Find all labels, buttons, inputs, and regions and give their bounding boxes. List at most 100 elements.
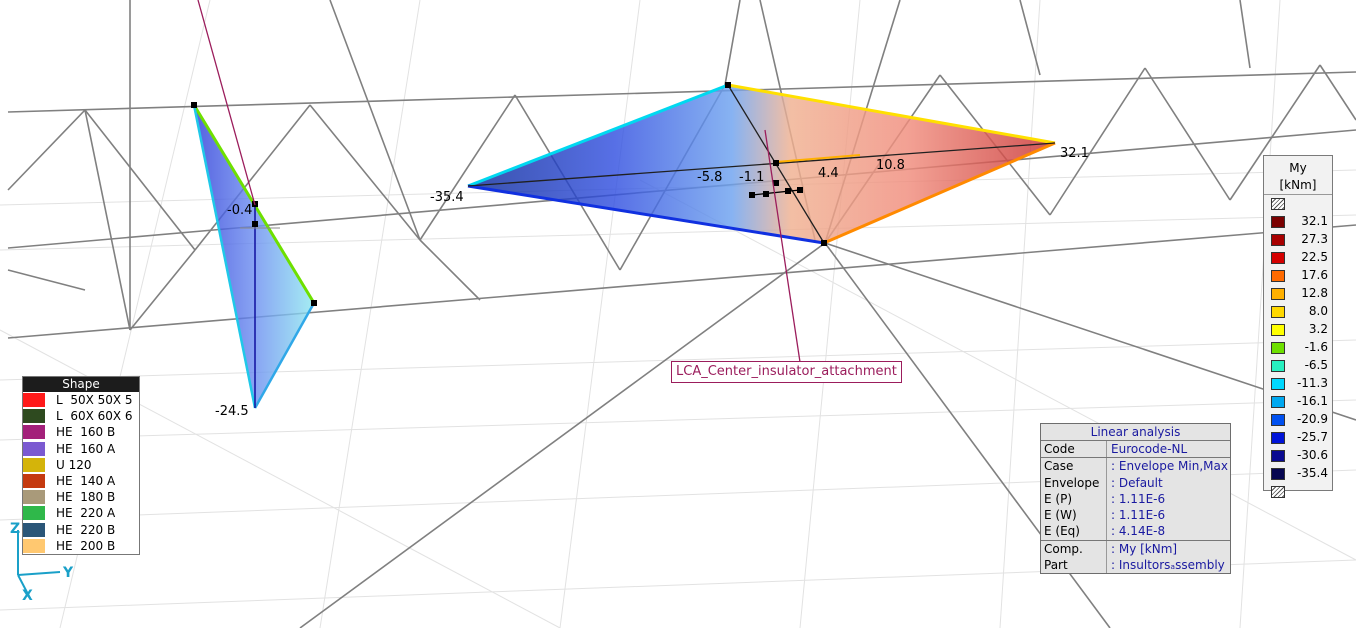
label-left-bottom: -24.5: [215, 404, 249, 419]
info-value: : Insultorsₐssembly: [1111, 558, 1225, 573]
scale-value: 32.1: [1301, 214, 1328, 228]
scale-color-swatch: [1271, 468, 1285, 480]
scale-title: My: [1289, 161, 1307, 175]
axis-y-label: Y: [62, 565, 74, 581]
info-row: E (P): 1.11E-6: [1041, 490, 1230, 508]
shape-legend-title: Shape: [23, 377, 139, 392]
scale-level: -30.6: [1264, 447, 1332, 465]
scale-level: -1.6: [1264, 339, 1332, 357]
axis-triad: [17, 530, 61, 599]
attachment-lines: [197, 0, 801, 363]
scale-value: -1.6: [1304, 340, 1328, 354]
scale-level: -11.3: [1264, 375, 1332, 393]
diagram-value-labels: -0.4 -24.5 -35.4 32.1 -5.8 -1.1 4.4 10.8: [215, 146, 1089, 419]
shape-legend-item: HE 160 B: [23, 424, 139, 440]
info-key: Comp.: [1041, 540, 1107, 558]
scale-overflow-top: [1264, 195, 1332, 213]
info-value: : My [kNm]: [1111, 541, 1178, 556]
scale-value: -6.5: [1304, 358, 1328, 372]
scale-value: 17.6: [1301, 268, 1328, 282]
shape-legend-item: U 120: [23, 457, 139, 473]
scale-level: 3.2: [1264, 321, 1332, 339]
scale-level: 12.8: [1264, 285, 1332, 303]
scale-level: 17.6: [1264, 267, 1332, 285]
label-center-right: 32.1: [1060, 146, 1089, 161]
scale-level: 27.3: [1264, 231, 1332, 249]
label-center-a: -5.8: [697, 170, 722, 185]
attachment-label[interactable]: LCA_Center_insulator_attachment: [671, 361, 902, 383]
info-value: : Envelope Min,Max: [1111, 459, 1228, 474]
scale-value: 22.5: [1301, 250, 1328, 264]
scale-color-swatch: [1271, 324, 1285, 336]
info-key: E (P): [1041, 490, 1107, 508]
scale-level: -6.5: [1264, 357, 1332, 375]
shape-name: L 60X 60X 6: [56, 409, 133, 424]
axis-x-label: X: [22, 588, 33, 604]
label-center-d: 10.8: [876, 158, 905, 173]
info-panel-title: Linear analysis: [1041, 424, 1230, 441]
info-value: : 4.14E-8: [1111, 524, 1166, 539]
scale-unit: [kNm]: [1264, 176, 1332, 195]
shape-name: HE 180 B: [56, 490, 116, 505]
hatch-swatch: [1271, 198, 1285, 210]
scale-level: 22.5: [1264, 249, 1332, 267]
scale-level: -16.1: [1264, 393, 1332, 411]
info-key: E (W): [1041, 507, 1107, 524]
scale-level: -25.7: [1264, 429, 1332, 447]
info-key: Envelope: [1041, 474, 1107, 491]
shape-legend-item: HE 160 A: [23, 441, 139, 457]
scale-value: -25.7: [1296, 430, 1328, 444]
scale-level: -20.9: [1264, 411, 1332, 429]
scale-color-swatch: [1271, 360, 1285, 372]
shape-name: HE 220 B: [56, 522, 116, 537]
scale-level: -35.4: [1264, 465, 1332, 483]
scale-value: -16.1: [1296, 394, 1328, 408]
scale-value: 27.3: [1301, 232, 1328, 246]
label-left-top: -0.4: [227, 203, 252, 218]
label-center-b: -1.1: [739, 170, 764, 185]
shape-name: L 50X 50X 5: [56, 393, 133, 408]
info-value: : 1.11E-6: [1111, 508, 1166, 523]
info-key: Case: [1041, 458, 1107, 475]
shape-legend-item: HE 220 A: [23, 505, 139, 521]
shape-color-swatch: [23, 393, 46, 408]
scale-value: 3.2: [1308, 322, 1328, 336]
scale-level: 32.1: [1264, 213, 1332, 231]
shape-legend-item: L 60X 60X 6: [23, 408, 139, 424]
info-key: E (Eq): [1041, 523, 1107, 540]
info-key: Code: [1041, 441, 1107, 458]
scale-color-swatch: [1271, 450, 1285, 462]
shape-color-swatch: [23, 490, 46, 505]
scale-color-swatch: [1271, 396, 1285, 408]
shape-color-swatch: [23, 522, 46, 537]
shape-color-swatch: [23, 441, 46, 456]
center-moment-diagram: [467, 82, 1056, 246]
scale-color-swatch: [1271, 378, 1285, 390]
scale-value: 12.8: [1301, 286, 1328, 300]
shape-name: HE 140 A: [56, 474, 116, 489]
scale-color-swatch: [1271, 306, 1285, 318]
scale-value: -20.9: [1296, 412, 1328, 426]
scale-color-swatch: [1271, 288, 1285, 300]
label-center-c: 4.4: [818, 166, 839, 181]
label-center-left: -35.4: [430, 190, 464, 205]
info-value: : Default: [1111, 475, 1163, 490]
scale-value: -35.4: [1296, 466, 1328, 480]
scale-color-swatch: [1271, 342, 1285, 354]
left-moment-diagram: [191, 102, 317, 409]
scale-level: 8.0: [1264, 303, 1332, 321]
info-row: E (W) : 1.11E-6: [1041, 507, 1230, 524]
shape-color-swatch: [23, 425, 46, 440]
scale-color-swatch: [1271, 432, 1285, 444]
shape-name: U 120: [56, 457, 92, 472]
scale-color-swatch: [1271, 216, 1285, 228]
scale-overflow-bottom: [1264, 483, 1332, 501]
info-row: Envelope : Default: [1041, 474, 1230, 491]
scale-color-swatch: [1271, 252, 1285, 264]
info-key: Part: [1041, 557, 1107, 574]
